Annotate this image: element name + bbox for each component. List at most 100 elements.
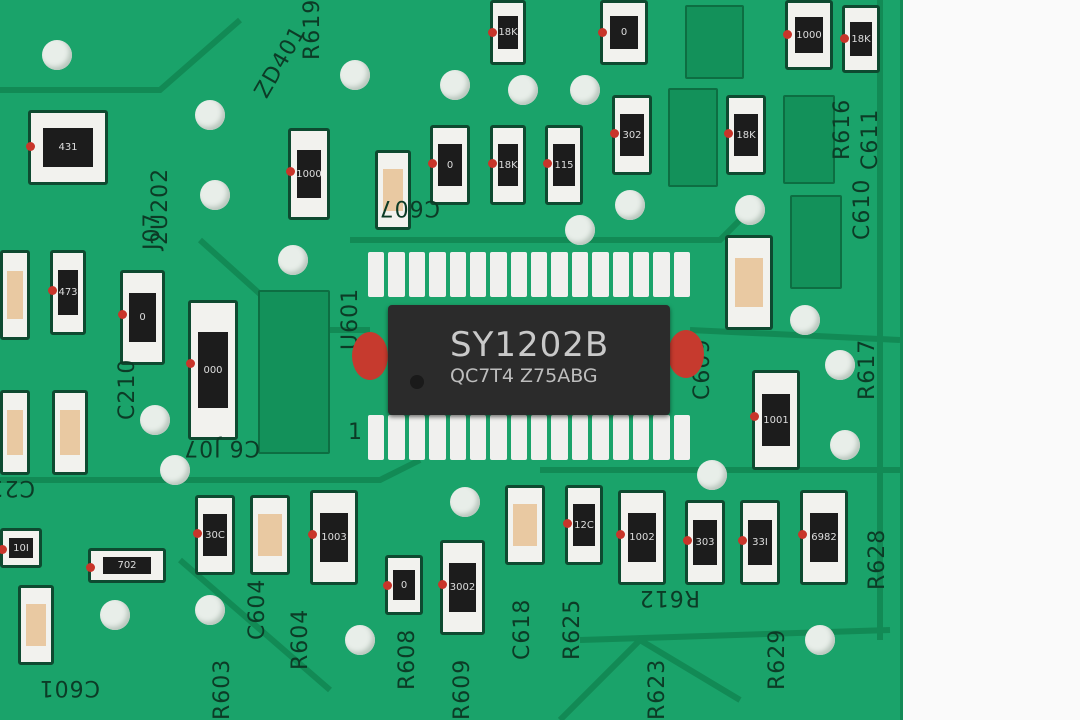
solder-glue-dot: [724, 129, 733, 139]
resistor-code: 473: [57, 270, 79, 315]
silkscreen-label: R603: [210, 658, 235, 720]
solder-via: [697, 460, 727, 490]
solder-via: [200, 180, 230, 210]
chip-part-number: SY1202B: [450, 325, 610, 365]
solder-glue-dot: [616, 530, 625, 540]
resistor-code: 1000: [794, 17, 824, 53]
silkscreen-label: C6 J07: [183, 435, 260, 460]
smd-resistor: 303: [683, 500, 725, 585]
smd-capacitor: [725, 235, 773, 330]
silkscreen-label: R616: [830, 98, 855, 160]
solder-via: [830, 430, 860, 460]
smd-resistor: 12C: [563, 485, 603, 565]
smd-capacitor: [0, 390, 30, 475]
solder-glue-dot: [598, 27, 607, 37]
smd-capacitor: [0, 250, 30, 340]
solder-via: [440, 70, 470, 100]
solder-glue-dot: [186, 359, 195, 369]
silkscreen-label: C610: [850, 178, 875, 240]
resistor-code: 33I: [748, 520, 772, 565]
smd-capacitor: [375, 150, 411, 230]
solder-glue-dot: [0, 545, 7, 555]
solder-glue-dot: [383, 580, 392, 590]
resistor-code: 1003: [319, 512, 349, 563]
silkscreen-label: C611: [858, 108, 883, 170]
solder-glue-dot: [610, 129, 619, 139]
silkscreen-label: R617: [855, 338, 880, 400]
resistor-code: 702: [102, 557, 152, 574]
smd-resistor: 33I: [738, 500, 780, 585]
smd-resistor: 1003: [308, 490, 358, 585]
solder-via: [508, 75, 538, 105]
smd-resistor: 10I: [0, 528, 42, 568]
resistor-code: 18K: [850, 21, 872, 57]
empty-pad: [668, 88, 718, 187]
solder-via: [615, 190, 645, 220]
chip-lot-code: QC7T4 Z75ABG: [450, 365, 598, 387]
solder-glue-dot: [783, 29, 792, 39]
solder-via: [195, 100, 225, 130]
solder-via: [42, 40, 72, 70]
solder-via: [565, 215, 595, 245]
solder-glue-dot: [750, 412, 759, 422]
capacitor-body: [513, 504, 537, 546]
smd-resistor: 000: [186, 300, 238, 440]
capacitor-body: [59, 410, 81, 455]
solder-glue-dot: [563, 519, 572, 529]
solder-via: [140, 405, 170, 435]
solder-glue-dot: [428, 159, 437, 169]
resistor-code: 302: [620, 114, 644, 156]
solder-glue-dot: [543, 159, 552, 169]
solder-glue-dot: [286, 167, 295, 177]
smd-resistor: 431: [26, 110, 108, 185]
capacitor: [352, 332, 388, 380]
smd-resistor: 115: [543, 125, 583, 205]
smd-resistor: 18K: [840, 5, 880, 73]
solder-glue-dot: [48, 286, 57, 296]
smd-resistor: 6982: [798, 490, 848, 585]
silkscreen-label: R608: [395, 628, 420, 690]
resistor-code: 0: [438, 144, 462, 186]
chip-pins-bottom: [368, 415, 690, 460]
solder-glue-dot: [26, 141, 35, 151]
resistor-code: 000: [198, 332, 228, 408]
capacitor-body: [6, 271, 24, 319]
smd-resistor: 18K: [488, 125, 526, 205]
solder-via: [790, 305, 820, 335]
solder-glue-dot: [86, 563, 95, 573]
silkscreen-label: R623: [645, 658, 670, 720]
empty-pad: [790, 195, 842, 289]
solder-via: [450, 487, 480, 517]
smd-resistor: 0: [383, 555, 423, 615]
silkscreen-label: R612: [638, 585, 700, 610]
resistor-code: 431: [42, 128, 94, 167]
smd-resistor: 0: [428, 125, 470, 205]
solder-glue-dot: [118, 310, 127, 320]
solder-via: [160, 455, 190, 485]
solder-glue-dot: [438, 580, 447, 590]
solder-via: [805, 625, 835, 655]
silkscreen-label: R619: [300, 0, 325, 60]
solder-via: [345, 625, 375, 655]
empty-pad: [783, 95, 835, 184]
chip-pins-top: [368, 252, 690, 297]
resistor-code: 3002: [449, 562, 476, 613]
capacitor-body: [25, 604, 47, 646]
resistor-code: 10I: [8, 538, 34, 558]
smd-resistor: 0: [118, 270, 165, 365]
pin1-dimple: [410, 375, 424, 389]
silkscreen-label: C604: [245, 578, 270, 640]
smd-resistor: 1000: [783, 0, 833, 70]
smd-resistor: 473: [48, 250, 86, 335]
smd-capacitor: [505, 485, 545, 565]
empty-pad: [685, 5, 744, 79]
resistor-code: 6982: [809, 512, 839, 563]
solder-via: [340, 60, 370, 90]
capacitor: [668, 330, 704, 378]
smd-resistor: 1002: [616, 490, 666, 585]
smd-resistor: 702: [86, 548, 166, 583]
silkscreen-label: C601: [38, 675, 100, 700]
silkscreen-label: C212: [0, 475, 35, 500]
solder-glue-dot: [488, 159, 497, 169]
